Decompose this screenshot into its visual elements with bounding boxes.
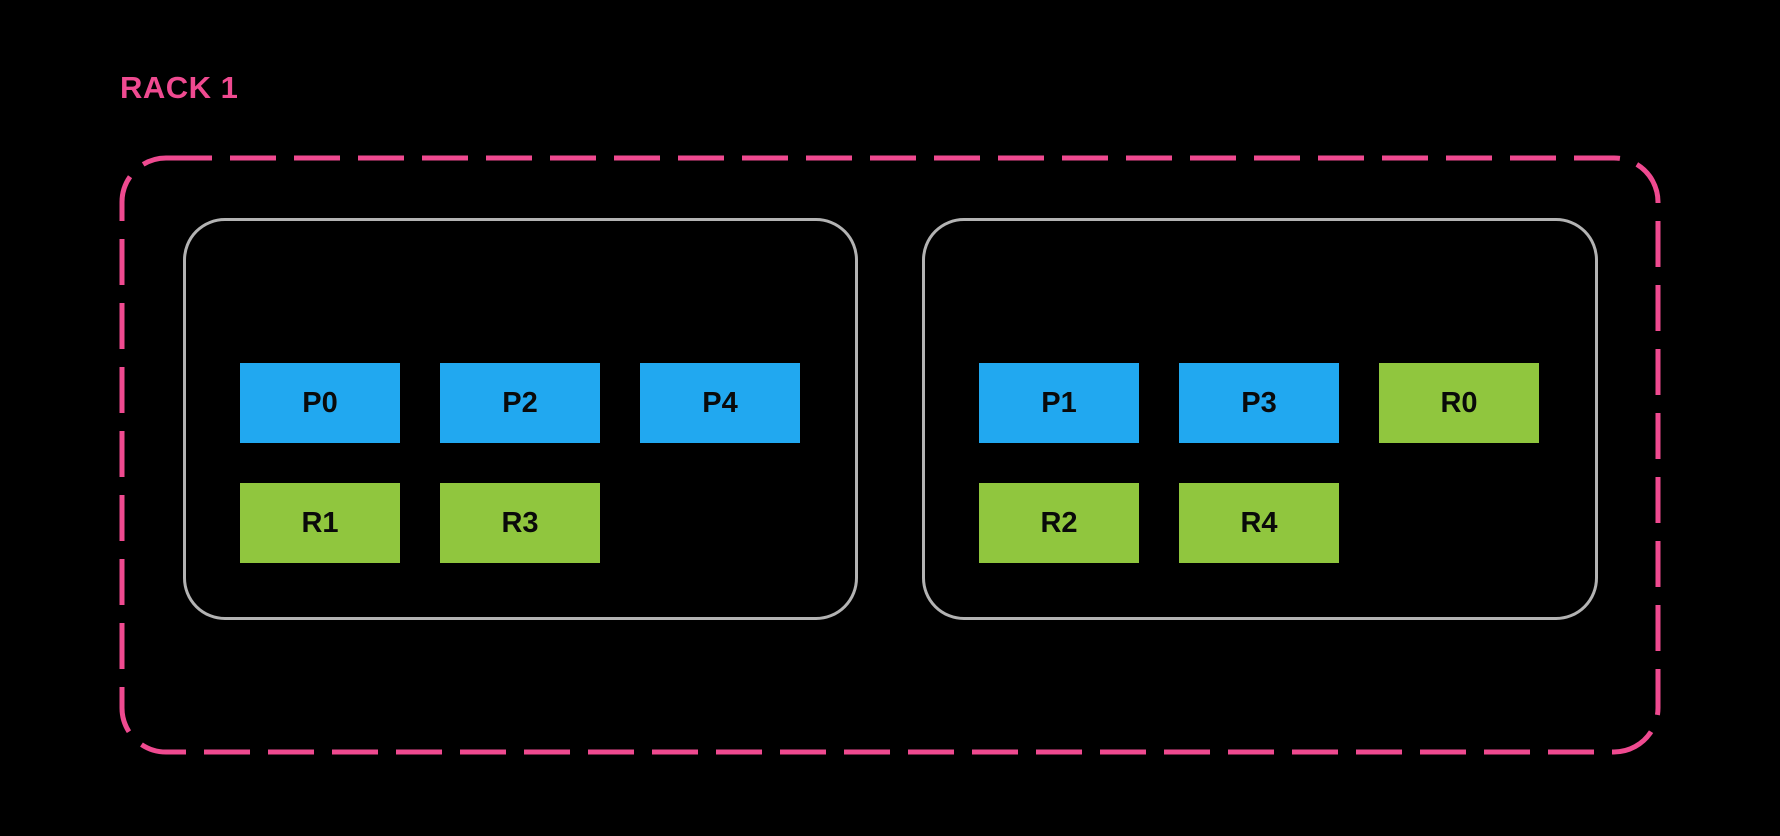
block-p2: P2	[440, 363, 600, 443]
block-row-bottom: R2 R4	[979, 483, 1339, 563]
block-p3: P3	[1179, 363, 1339, 443]
block-p1: P1	[979, 363, 1139, 443]
block-row-top: P0 P2 P4	[240, 363, 800, 443]
block-row-bottom: R1 R3	[240, 483, 600, 563]
block-row-top: P1 P3 R0	[979, 363, 1539, 443]
block-r3: R3	[440, 483, 600, 563]
block-p4: P4	[640, 363, 800, 443]
block-r2: R2	[979, 483, 1139, 563]
block-r1: R1	[240, 483, 400, 563]
node-box-left: P0 P2 P4 R1 R3	[183, 218, 858, 620]
rack-dashed-border	[119, 155, 1661, 755]
block-p0: P0	[240, 363, 400, 443]
block-r4: R4	[1179, 483, 1339, 563]
node-box-right: P1 P3 R0 R2 R4	[922, 218, 1598, 620]
rack-title: RACK 1	[120, 70, 239, 105]
block-r0: R0	[1379, 363, 1539, 443]
